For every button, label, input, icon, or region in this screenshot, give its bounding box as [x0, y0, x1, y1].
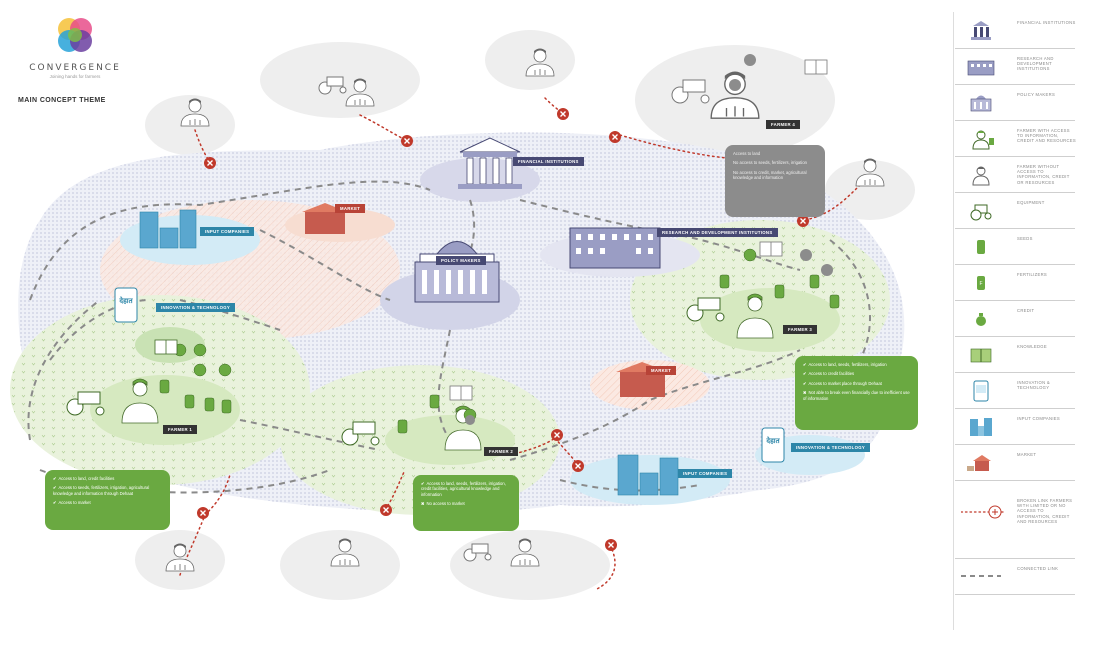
label-policy-makers: POLICY MAKERS [436, 256, 486, 265]
label-input-companies-top: INPUT COMPANIES [200, 227, 255, 236]
check-icon: ✔ [53, 476, 57, 481]
legend-item: F FERTILIZERS [955, 264, 1075, 301]
theme-title: MAIN CONCEPT THEME [18, 97, 106, 104]
legend-item: FINANCIAL INSTITUTIONS [955, 12, 1075, 49]
farmer2-info-box: ✔Access to land, seeds, fertilizers, irr… [413, 475, 519, 531]
connected-farmer-icon [965, 128, 997, 150]
legend-item: POLICY MAKERS [955, 84, 1075, 121]
financial-institution-building [458, 137, 522, 189]
legend-label: KNOWLEDGE [1017, 344, 1047, 349]
fertilizer-bag-icon: F [965, 272, 997, 294]
check-icon: ✔ [803, 362, 807, 367]
farmer1-info-line: Access to market [58, 500, 91, 506]
legend-label: BROKEN LINK FARMERS WITH LIMITED OR NO A… [1017, 498, 1073, 524]
cross-icon: ✖ [421, 501, 425, 507]
farmer3-info-box: ✔Access to land, seeds, fertilizers, irr… [795, 356, 918, 430]
legend-label: FERTILIZERS [1017, 272, 1047, 277]
legend-label: EQUIPMENT [1017, 200, 1045, 205]
label-innovation-left: INNOVATION & TECHNOLOGY [156, 303, 236, 312]
legend-label: CONNECTED LINK [1017, 566, 1059, 571]
book-icon [965, 344, 997, 366]
legend-label: FINANCIAL INSTITUTIONS [1017, 20, 1076, 25]
farmer1-info-box: ✔Access to land, credit facilities ✔Acce… [45, 470, 170, 530]
check-icon: ✔ [53, 485, 57, 491]
office-towers-icon [965, 416, 997, 438]
label-input-companies-bottom: INPUT COMPANIES [678, 469, 733, 478]
connected-link-icon [961, 564, 1007, 586]
brand-tagline: Joining hands for farmers [49, 74, 101, 79]
farmer3-info-line: Access to credit facilities [808, 371, 855, 377]
legend-item: RESEARCH AND DEVELOPMENT INSTITUTIONS [955, 48, 1075, 85]
legend-item: SEEDS [955, 228, 1075, 265]
dehaat-logo-right: देहात [766, 437, 780, 445]
farmer3-info-line: Not able to break even financially due t… [803, 390, 910, 401]
legend-label: FARMER WITH ACCESS TO INFORMATION, CREDI… [1017, 128, 1076, 144]
policy-maker-building [414, 241, 500, 303]
farmer3-info-line: Access to land, seeds, fertilizers, irri… [808, 362, 887, 367]
legend-label: INPUT COMPANIES [1017, 416, 1060, 421]
legend-divider [953, 12, 954, 630]
farmer4-info-line: Access to land [733, 151, 761, 156]
brand-name: CONVERGENCE [29, 63, 121, 73]
brand-block: CONVERGENCE Joining hands for farmers [20, 14, 130, 79]
check-icon: ✔ [803, 371, 807, 377]
legend-label: SEEDS [1017, 236, 1033, 241]
phone-icon [965, 380, 997, 402]
broken-link-icon [960, 500, 1007, 522]
research-building-icon [965, 56, 997, 78]
check-icon: ✔ [53, 500, 57, 506]
government-building-icon [965, 92, 997, 114]
legend-item: EQUIPMENT [955, 192, 1075, 229]
cross-icon: ✖ [803, 390, 807, 396]
check-icon: ✔ [421, 481, 425, 486]
input-company-towers [139, 209, 679, 496]
farmer2-info-line: No access to market [426, 501, 465, 507]
label-financial-institutions: FINANCIAL INSTITUTIONS [513, 157, 584, 166]
money-bag-icon [965, 308, 997, 330]
research-institution-building [569, 227, 661, 269]
farmer4-info-line: No access to credit, market, agricultura… [733, 169, 807, 181]
farmer1-info-line: Access to land, credit facilities [58, 476, 115, 481]
label-farmer-3: FARMER 3 [783, 325, 818, 334]
label-market-top: MARKET [335, 204, 366, 213]
dehaat-logo-left: देहात [119, 297, 133, 305]
farmer4-info-line: No access to seeds, fertilizers, irrigat… [733, 160, 808, 166]
svg-text:F: F [979, 281, 982, 287]
legend-label: MARKET [1017, 452, 1037, 457]
farmer2-info-line: Access to land, seeds, fertilizers, irri… [421, 481, 506, 497]
concept-map [10, 30, 915, 600]
unconnected-farmer-icon [965, 164, 997, 186]
label-innovation-right: INNOVATION & TECHNOLOGY [791, 443, 871, 452]
label-farmer-1: FARMER 1 [163, 425, 198, 434]
label-farmer-2: FARMER 2 [484, 447, 519, 456]
legend-label: POLICY MAKERS [1017, 92, 1056, 97]
convergence-logo-icon [58, 18, 92, 52]
legend-item: INPUT COMPANIES [955, 408, 1075, 445]
legend-item: CONNECTED LINK [955, 558, 1075, 595]
legend-item: CREDIT [955, 300, 1075, 337]
legend-label: FARMER WITHOUT ACCESS TO INFORMATION, CR… [1017, 164, 1070, 185]
legend-item: MARKET [955, 444, 1075, 481]
farmer3-info-line: Access to market place through Dehaat [808, 380, 882, 386]
legend-item: KNOWLEDGE [955, 336, 1075, 373]
farmer1-info-line: Access to seeds, fertilizers, irrigation… [53, 485, 150, 496]
legend-label: INNOVATION & TECHNOLOGY [1017, 380, 1050, 391]
label-farmer-4: FARMER 4 [766, 120, 801, 129]
legend-item: INNOVATION & TECHNOLOGY [955, 372, 1075, 409]
legend-label: CREDIT [1017, 308, 1035, 313]
market-stall-icon [965, 452, 997, 474]
check-icon: ✔ [803, 380, 807, 386]
legend-item: FARMER WITH ACCESS TO INFORMATION, CREDI… [955, 120, 1076, 157]
legend-label: RESEARCH AND DEVELOPMENT INSTITUTIONS [1017, 56, 1054, 72]
bank-icon [965, 20, 997, 42]
legend-item: BROKEN LINK FARMERS WITH LIMITED OR NO A… [955, 480, 1075, 559]
legend-item: FARMER WITHOUT ACCESS TO INFORMATION, CR… [955, 156, 1075, 193]
label-research-institutions: RESEARCH AND DEVELOPMENT INSTITUTIONS [657, 228, 778, 237]
seed-bag-icon [965, 236, 997, 258]
label-market-middle: MARKET [646, 366, 677, 375]
farmer4-info-box: Access to land No access to seeds, ferti… [725, 145, 825, 217]
tractor-icon [965, 200, 997, 222]
